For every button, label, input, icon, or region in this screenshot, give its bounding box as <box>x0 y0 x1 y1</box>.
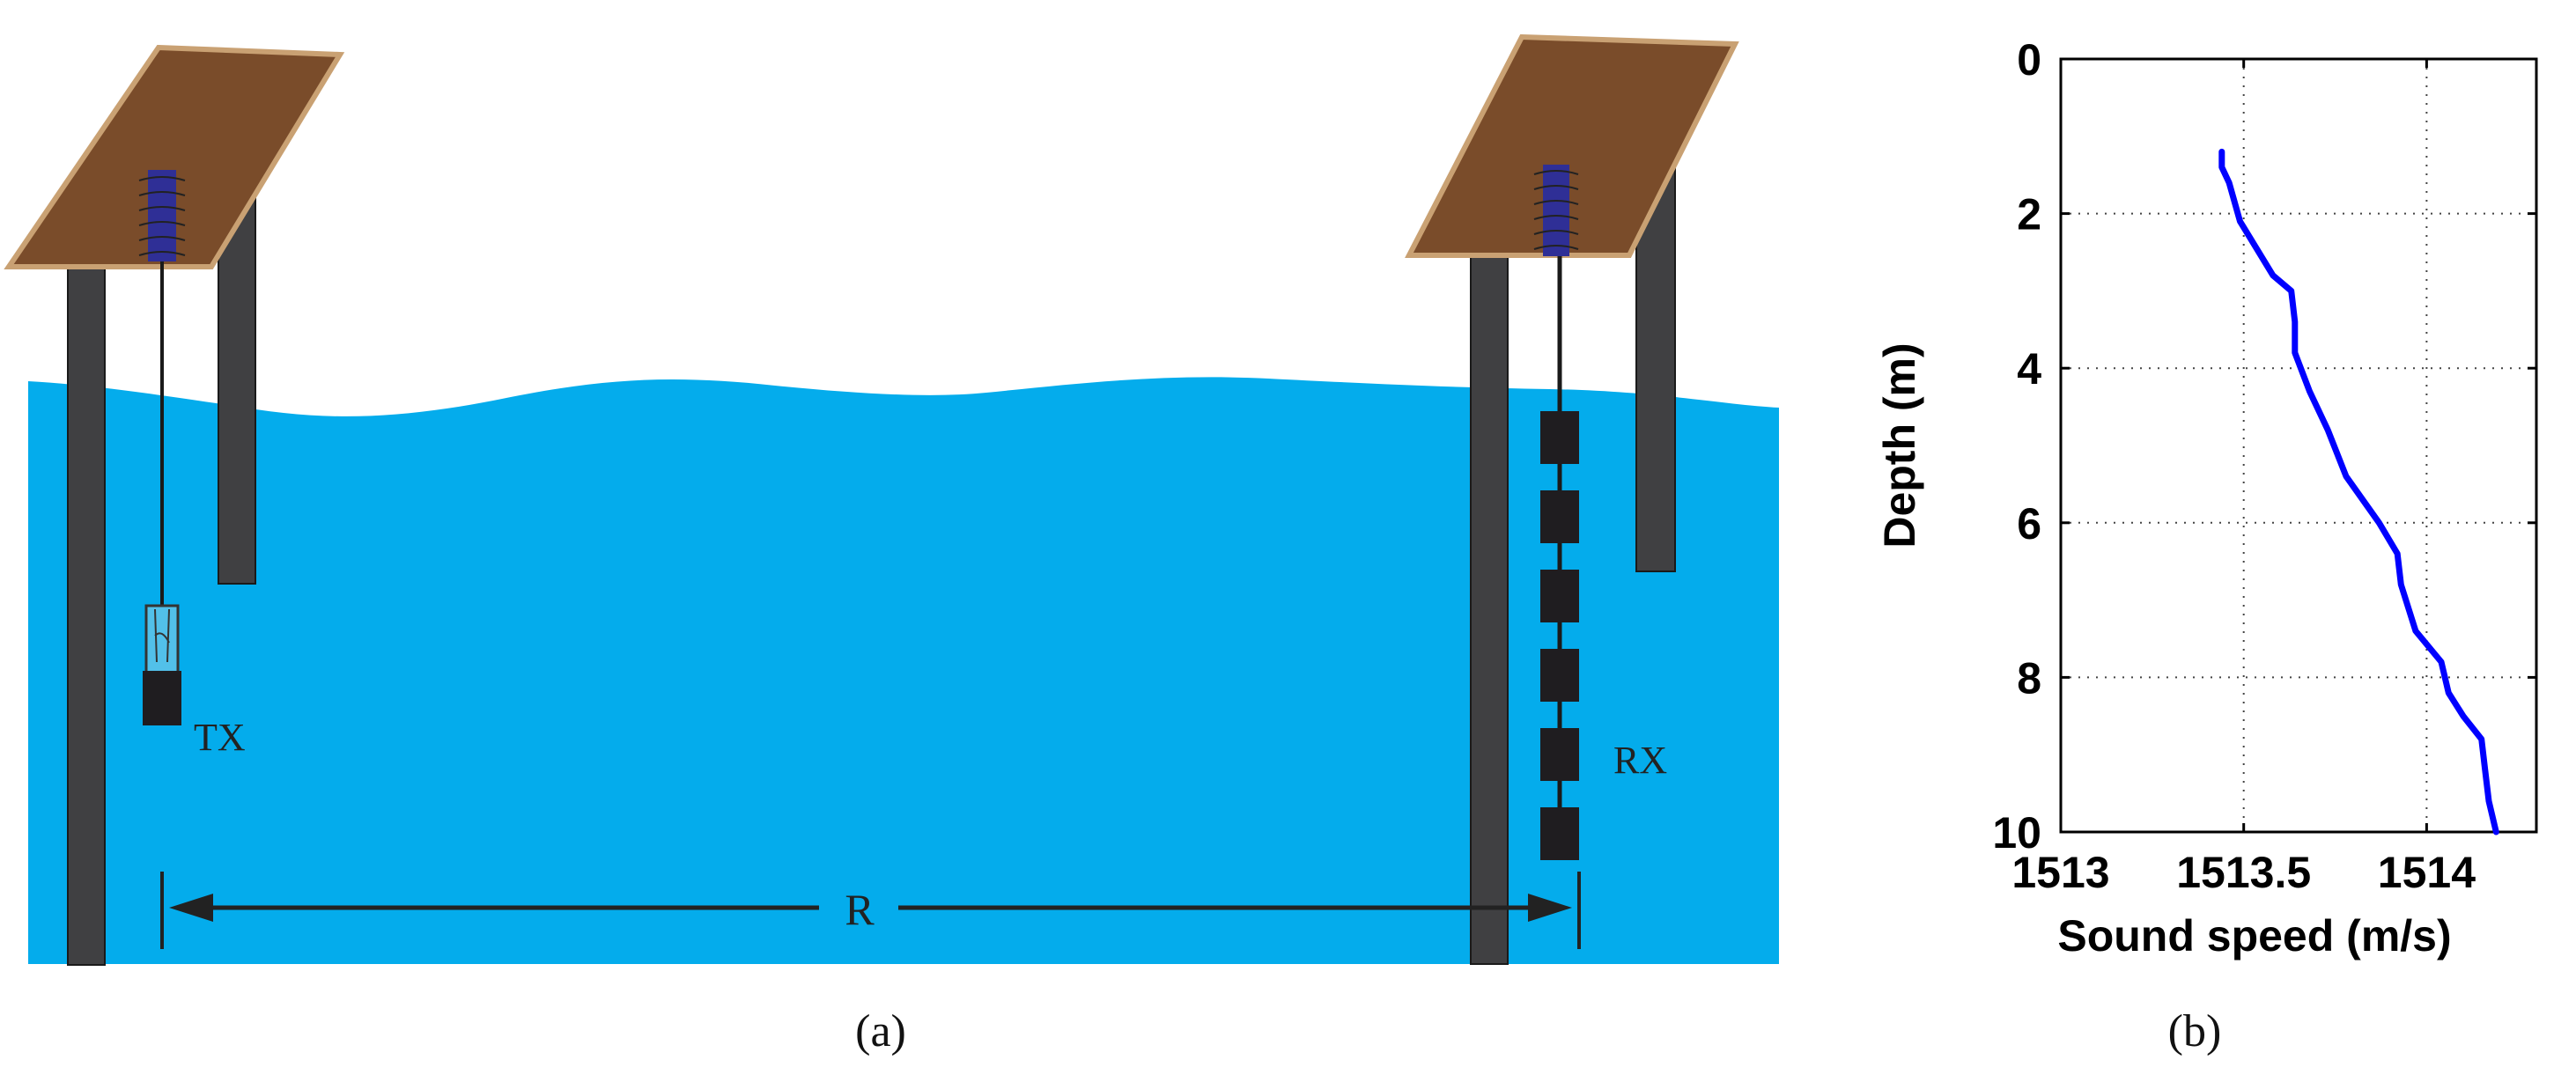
caption-b: (b) <box>2168 1006 2222 1056</box>
chart-ticks: 1513 1513.5 1514 0 2 4 6 8 10 <box>1992 35 2536 897</box>
y-axis-label: Depth (m) <box>1875 342 1924 548</box>
left-back-pole <box>218 188 256 585</box>
y-tick-label: 2 <box>2017 190 2041 239</box>
right-front-pole <box>1470 251 1509 965</box>
tx-label: TX <box>194 716 246 759</box>
left-front-pole <box>67 256 106 966</box>
rx-hydrophone <box>1540 490 1579 543</box>
x-tick-label: 1514 <box>2378 848 2476 897</box>
right-platform <box>1405 33 1739 258</box>
left-winch-drum <box>148 170 176 261</box>
right-winch-drum <box>1543 165 1569 256</box>
tx-transducer <box>143 604 181 725</box>
rx-hydrophone <box>1540 807 1579 860</box>
water-body <box>28 377 1779 964</box>
rx-hydrophone <box>1540 570 1579 622</box>
right-back-pole <box>1635 156 1676 572</box>
y-tick-label: 10 <box>1992 808 2041 858</box>
y-tick-label: 4 <box>2017 344 2041 394</box>
x-tick-label: 1513.5 <box>2176 848 2311 897</box>
y-tick-label: 6 <box>2017 499 2041 548</box>
rx-hydrophone <box>1540 649 1579 702</box>
x-tick-label: 1513 <box>2011 848 2109 897</box>
rx-label: RX <box>1613 739 1667 782</box>
experiment-diagram: TX RX R (a) <box>4 33 1779 1056</box>
caption-a: (a) <box>855 1006 906 1056</box>
left-platform <box>4 44 345 269</box>
range-label: R <box>845 885 875 934</box>
rx-hydrophone <box>1540 411 1579 464</box>
left-winch-coil <box>138 176 186 256</box>
rx-hydrophone-array <box>1540 411 1579 860</box>
x-axis-label: Sound speed (m/s) <box>2057 911 2451 961</box>
sound-speed-profile-line <box>2218 148 2499 835</box>
y-tick-label: 0 <box>2017 35 2041 85</box>
plot-frame <box>2059 57 2538 834</box>
y-tick-label: 8 <box>2017 653 2041 703</box>
range-indicator <box>160 872 1581 949</box>
rx-hydrophone <box>1540 728 1579 781</box>
chart-series <box>2218 148 2499 835</box>
right-winch-coil <box>1533 170 1579 250</box>
